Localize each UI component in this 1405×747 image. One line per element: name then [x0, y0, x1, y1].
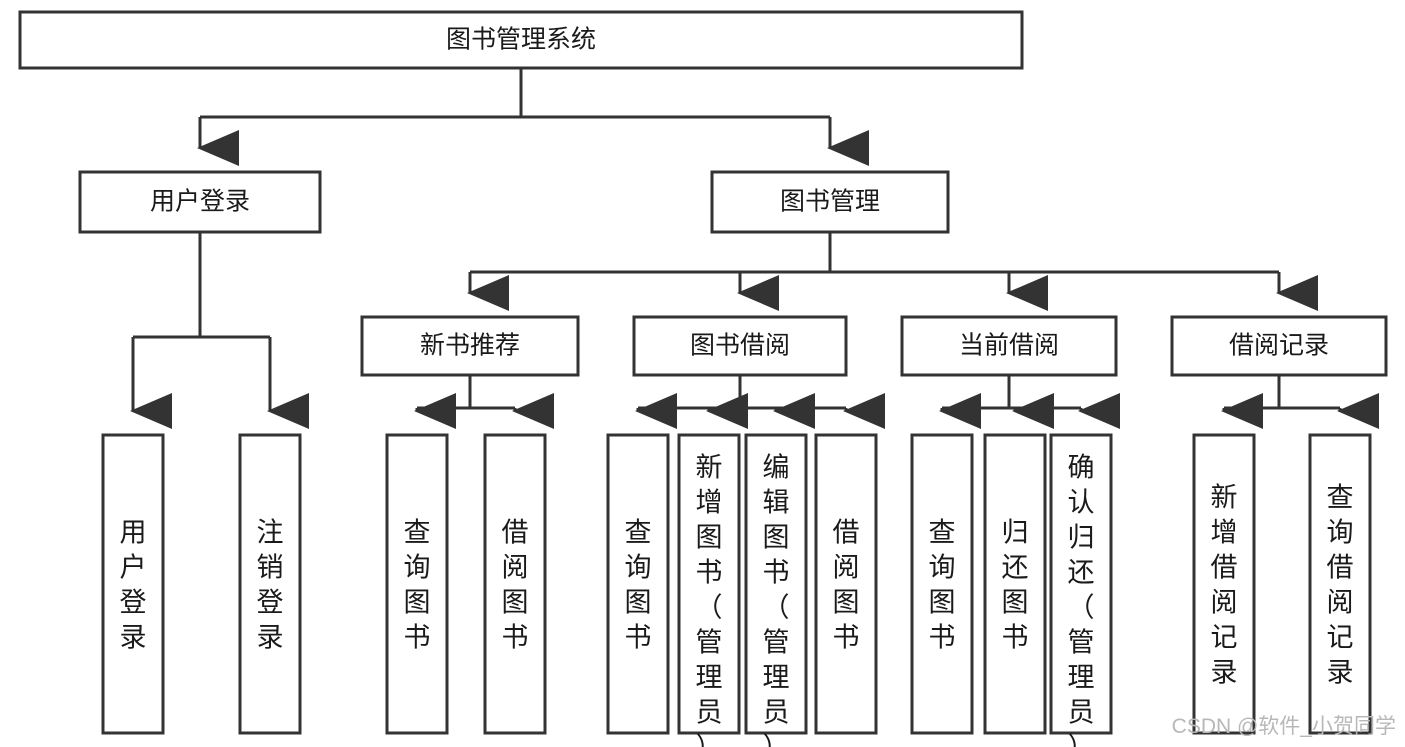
csdn-watermark: CSDN @软件_小贺同学 [1172, 715, 1396, 738]
node-book-borrow-box [632, 315, 848, 377]
leaf-label: 借阅图书 [502, 517, 529, 652]
node-new-book-recommend[interactable]: 新书推荐 [360, 315, 580, 377]
leaf-node-leaf-add-borrow-record[interactable]: 新增借阅记录 [1192, 433, 1256, 735]
leaf-node-leaf-add-book[interactable]: 新增图书（管理员） [677, 433, 741, 747]
leaf-node-leaf-borrow-book[interactable]: 借阅图书 [814, 433, 878, 735]
leaf-node-layer: 用户登录 注销登录 查询图书 借阅图书 查询图书 新增图书（管理员） 编辑图书（管理员） 借阅… [101, 433, 1372, 747]
leaf-label: 确认归还（管理员） [1068, 452, 1095, 747]
leaf-label: 查询图书 [404, 517, 431, 652]
node-current-borrow-label: 当前借阅 [959, 332, 1059, 360]
node-borrow-record[interactable]: 借阅记录 [1170, 315, 1388, 377]
node-book-borrow[interactable]: 图书借阅 [632, 315, 848, 377]
leaf-box [101, 433, 165, 735]
leaf-box [385, 433, 449, 735]
leaf-box [1308, 433, 1372, 735]
leaf-box [983, 433, 1047, 735]
leaf-node-leaf-edit-book[interactable]: 编辑图书（管理员） [744, 433, 808, 747]
leaf-box [744, 433, 808, 735]
node-root[interactable]: 图书管理系统 [18, 10, 1024, 70]
node-book-management[interactable]: 图书管理 [710, 170, 950, 234]
leaf-node-leaf-borrow-book-rec[interactable]: 借阅图书 [483, 433, 547, 735]
leaf-node-leaf-query-book-rec[interactable]: 查询图书 [385, 433, 449, 735]
node-user-login[interactable]: 用户登录 [78, 170, 322, 234]
leaf-box [910, 433, 974, 735]
leaf-label: 编辑图书（管理员） [763, 452, 790, 747]
leaf-box [1049, 433, 1113, 735]
leaf-node-leaf-query-borrow-record[interactable]: 查询借阅记录 [1308, 433, 1372, 735]
leaf-label: 查询借阅记录 [1327, 482, 1354, 687]
leaf-label: 查询图书 [625, 517, 652, 652]
node-user-login-label: 用户登录 [150, 188, 250, 216]
leaf-label: 注销登录 [257, 517, 284, 652]
leaf-node-leaf-user-login[interactable]: 用户登录 [101, 433, 165, 735]
node-book-management-label: 图书管理 [780, 188, 880, 216]
node-book-borrow-label: 图书借阅 [690, 332, 790, 360]
node-current-borrow-box [900, 315, 1118, 377]
leaf-box [238, 433, 302, 735]
leaf-label: 用户登录 [120, 517, 147, 652]
node-new-book-recommend-label: 新书推荐 [420, 332, 520, 360]
leaf-box [1192, 433, 1256, 735]
connector-layer [130, 68, 1379, 429]
leaf-node-leaf-query-book-borrow[interactable]: 查询图书 [606, 433, 670, 735]
leaf-node-leaf-logout[interactable]: 注销登录 [238, 433, 302, 735]
leaf-label: 归还图书 [1002, 517, 1029, 652]
node-borrow-record-label: 借阅记录 [1229, 332, 1329, 360]
leaf-node-leaf-return-book[interactable]: 归还图书 [983, 433, 1047, 735]
leaf-label: 新增借阅记录 [1211, 482, 1238, 687]
leaf-label: 借阅图书 [833, 517, 860, 652]
leaf-node-leaf-query-book-current[interactable]: 查询图书 [910, 433, 974, 735]
leaf-label: 新增图书（管理员） [696, 452, 723, 747]
node-root-box [18, 10, 1024, 70]
node-book-management-box [710, 170, 950, 234]
node-root-label: 图书管理系统 [446, 26, 596, 54]
leaf-box [677, 433, 741, 735]
leaf-box [606, 433, 670, 735]
leaf-box [483, 433, 547, 735]
leaf-box [814, 433, 878, 735]
node-current-borrow[interactable]: 当前借阅 [900, 315, 1118, 377]
leaf-label: 查询图书 [929, 517, 956, 652]
leaf-node-leaf-confirm-return[interactable]: 确认归还（管理员） [1049, 433, 1113, 747]
node-borrow-record-box [1170, 315, 1388, 377]
node-user-login-box [78, 170, 322, 234]
node-new-book-recommend-box [360, 315, 580, 377]
